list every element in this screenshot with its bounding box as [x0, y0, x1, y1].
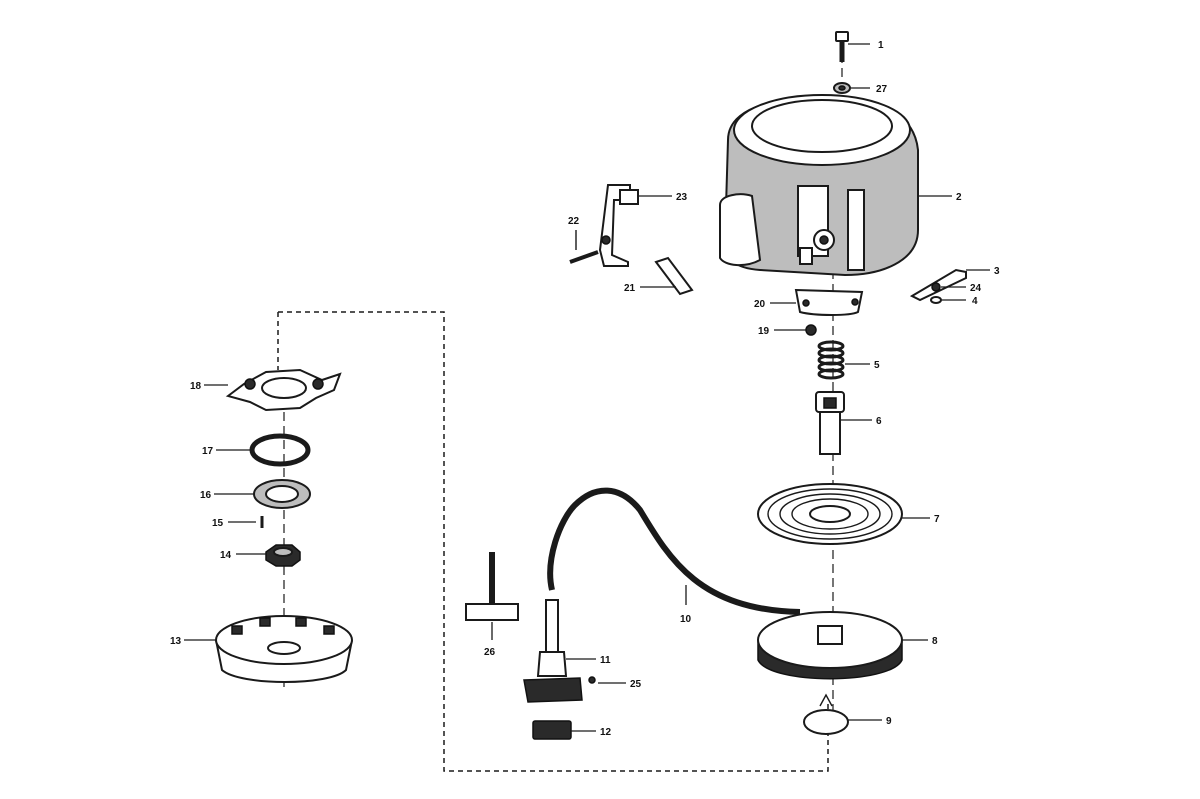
part-14-nut [236, 544, 301, 567]
callout-26: 26 [484, 647, 496, 658]
callout-22: 22 [568, 216, 580, 227]
callout-16: 16 [200, 490, 212, 501]
callout-labels: 1 27 2 23 22 21 3 24 4 20 19 5 6 7 8 9 1… [170, 40, 1000, 738]
part-24-screw [931, 282, 966, 292]
part-17-ring [216, 433, 311, 467]
callout-19: 19 [758, 326, 770, 337]
callout-11: 11 [600, 655, 611, 666]
part-19-screw [774, 324, 817, 336]
callout-12: 12 [600, 727, 612, 738]
callout-25: 25 [630, 679, 642, 690]
callout-1: 1 [878, 40, 884, 51]
callout-8: 8 [932, 636, 938, 647]
part-21-spring-clip [640, 256, 694, 296]
callout-9: 9 [886, 716, 892, 727]
part-18-pawl-plate [204, 368, 342, 412]
callout-20: 20 [754, 299, 766, 310]
part-12-insert [532, 720, 596, 740]
callout-18: 18 [190, 381, 202, 392]
part-25-screw [588, 676, 626, 684]
callout-7: 7 [934, 514, 940, 525]
callout-15: 15 [212, 518, 224, 529]
part-13-cup [184, 615, 353, 683]
part-2-starter-housing [719, 94, 952, 277]
part-20-retainer-plate [770, 288, 864, 316]
part-7-recoil-spring [757, 483, 930, 545]
callout-4: 4 [972, 296, 978, 307]
callout-23: 23 [676, 192, 688, 203]
part-5-spring [817, 340, 870, 380]
part-23-bracket [598, 184, 672, 267]
callout-17: 17 [202, 446, 214, 457]
callout-21: 21 [624, 283, 636, 294]
part-26-tag [465, 552, 519, 640]
part-15-screw [228, 516, 264, 528]
part-4-washer [930, 296, 966, 304]
callout-24: 24 [970, 283, 982, 294]
part-9-hub [803, 693, 882, 735]
callout-6: 6 [876, 416, 882, 427]
callout-13: 13 [170, 636, 182, 647]
part-22-pin [569, 230, 599, 264]
callout-5: 5 [874, 360, 880, 371]
part-27-washer [833, 82, 870, 94]
callout-2: 2 [956, 192, 962, 203]
callout-27: 27 [876, 84, 888, 95]
part-8-pulley [757, 611, 928, 680]
callout-14: 14 [220, 550, 232, 561]
assembly-frame [277, 311, 829, 772]
part-11-handle [523, 599, 596, 703]
part-10-starter-rope [547, 487, 801, 615]
part-1-bolt [835, 31, 870, 62]
part-6-pawl-shaft [815, 391, 872, 455]
callout-10: 10 [680, 614, 692, 625]
callout-3: 3 [994, 266, 1000, 277]
part-16-washer [214, 479, 311, 509]
